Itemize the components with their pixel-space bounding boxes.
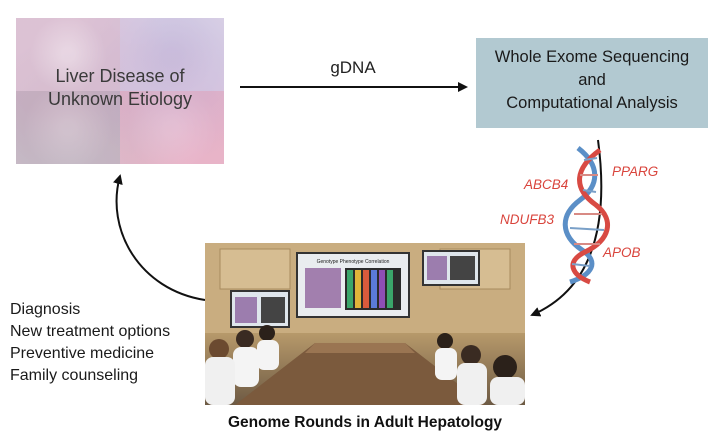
outcome-item: Diagnosis	[10, 301, 81, 318]
photo-caption: Genome Rounds in Adult Hepatology	[227, 414, 503, 431]
wes-to-photo-arrow	[530, 139, 603, 317]
genome-rounds-photo: Genotype Phenotype Correlation	[205, 243, 525, 405]
gdna-label: gDNA	[330, 58, 376, 77]
wes-line1: Whole Exome Sequencing	[494, 48, 690, 66]
gene-label-ndufb3: NDUFB3	[500, 212, 555, 227]
wes-box	[476, 38, 708, 128]
wes-line2: and	[578, 71, 606, 89]
wes-label: Whole Exome Sequencing and Computational…	[476, 46, 708, 115]
gene-label-apob: APOB	[603, 245, 641, 260]
photo-to-liver-arrow	[113, 174, 206, 301]
conference-room-scene: Genotype Phenotype Correlation	[205, 243, 525, 405]
liver-label-line2: Unknown Etiology	[47, 89, 193, 109]
wes-line3: Computational Analysis	[506, 94, 678, 112]
screen-title: Genotype Phenotype Correlation	[317, 259, 390, 265]
liver-histology-panel	[16, 18, 224, 164]
gene-label-abcb4: ABCB4	[524, 177, 569, 192]
gene-label-pparg: PPARG	[612, 164, 659, 179]
outcome-item: New treatment options	[10, 323, 171, 340]
liver-label-line1: Liver Disease of	[55, 66, 185, 86]
liver-disease-label: Liver Disease of Unknown Etiology	[16, 65, 224, 111]
outcome-item: Preventive medicine	[10, 345, 155, 362]
outcomes-list: Diagnosis New treatment options Preventi…	[10, 299, 170, 387]
outcome-item: Family counseling	[10, 367, 139, 384]
dna-helix	[562, 146, 610, 285]
